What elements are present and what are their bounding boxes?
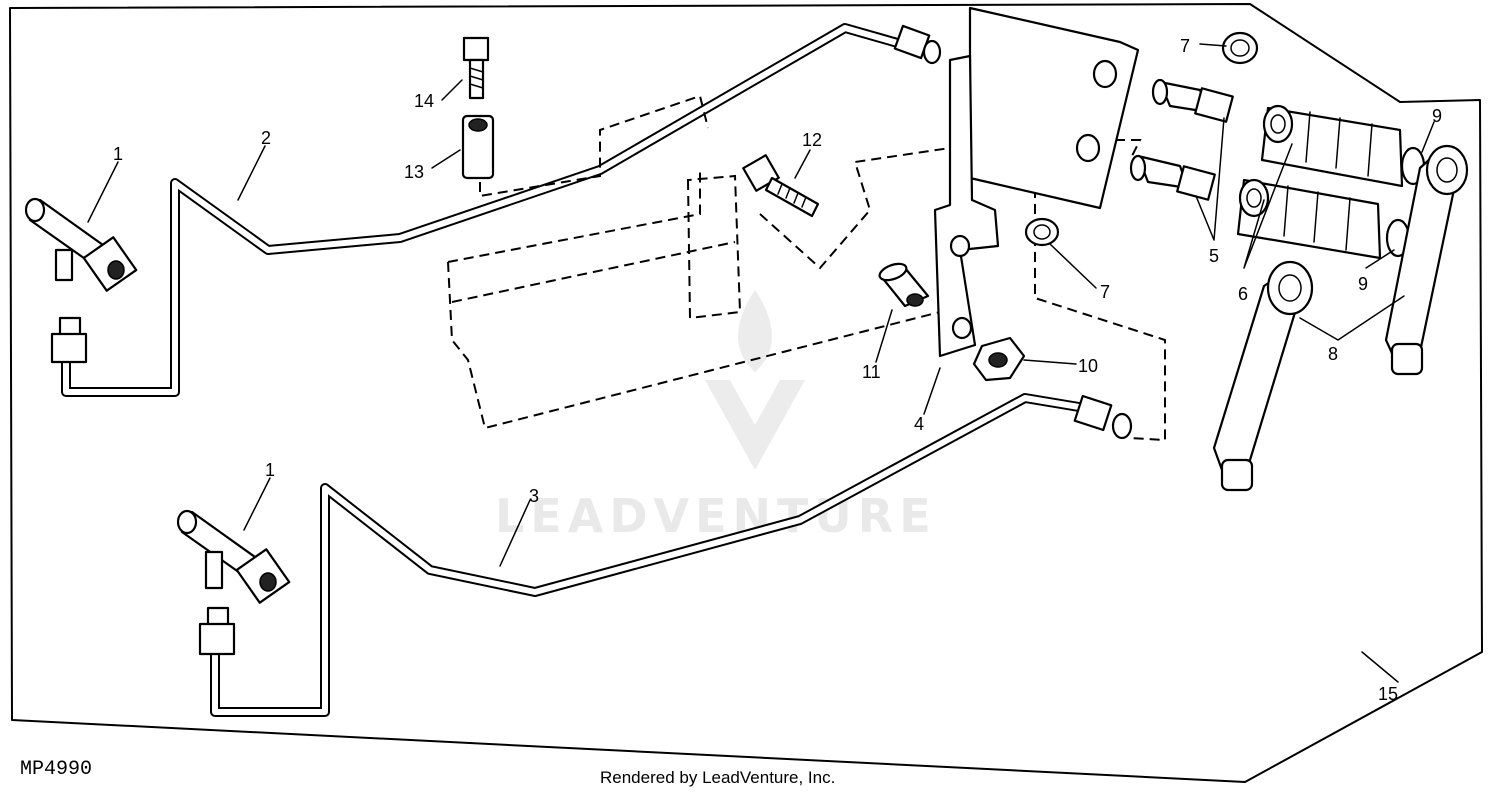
leadventure-watermark-logo: LEADVENTURE: [495, 290, 937, 543]
callout-8: 8: [1328, 344, 1338, 364]
callout-2: 2: [261, 128, 271, 148]
diagram-code: MP4990: [20, 758, 92, 781]
watermark-text: LEADVENTURE: [495, 489, 937, 543]
capscrew-14: [462, 36, 490, 100]
lever-arms-8: [1212, 144, 1469, 492]
leader-lines: [87, 43, 1435, 683]
adapter-fittings-5: [1129, 78, 1234, 201]
hydraulic-line-3: [210, 393, 1133, 717]
callout-12: 12: [802, 130, 822, 150]
callout-1-lower: 1: [265, 460, 275, 480]
hydraulic-line-2: [61, 23, 942, 397]
callout-7-lower: 7: [1100, 282, 1110, 302]
callout-7-upper: 7: [1180, 36, 1190, 56]
retaining-ring-7-lower: [1024, 217, 1060, 247]
callout-4: 4: [914, 414, 924, 434]
quick-couplers-6: [1236, 104, 1404, 260]
callout-5: 5: [1209, 246, 1219, 266]
callout-10: 10: [1078, 356, 1098, 376]
callout-1-upper: 1: [113, 144, 123, 164]
callout-3: 3: [529, 486, 539, 506]
callout-11: 11: [862, 362, 881, 382]
tee-fitting-upper: [24, 197, 138, 364]
panel-outline: [9, 3, 1483, 783]
bolt-12: [742, 154, 820, 218]
callout-6: 6: [1238, 284, 1248, 304]
callout-14: 14: [414, 91, 434, 111]
tee-fitting-lower: [176, 509, 291, 656]
callout-9-lower: 9: [1358, 274, 1368, 294]
callout-labels: 1 2 14 13 12 7 9 5 6 7 9 8 10 11 4 1 3 1…: [113, 36, 1442, 704]
callout-13: 13: [404, 162, 424, 182]
callout-9-upper: 9: [1432, 106, 1442, 126]
callout-15: 15: [1378, 684, 1398, 704]
mounting-bracket-4: [933, 6, 1140, 358]
spacer-11: [878, 262, 930, 308]
spacer-nut-13: [461, 114, 495, 180]
retaining-ring-7-upper: [1221, 31, 1259, 65]
lock-nut-10: [972, 336, 1026, 382]
render-credit: Rendered by LeadVenture, Inc.: [600, 768, 835, 787]
